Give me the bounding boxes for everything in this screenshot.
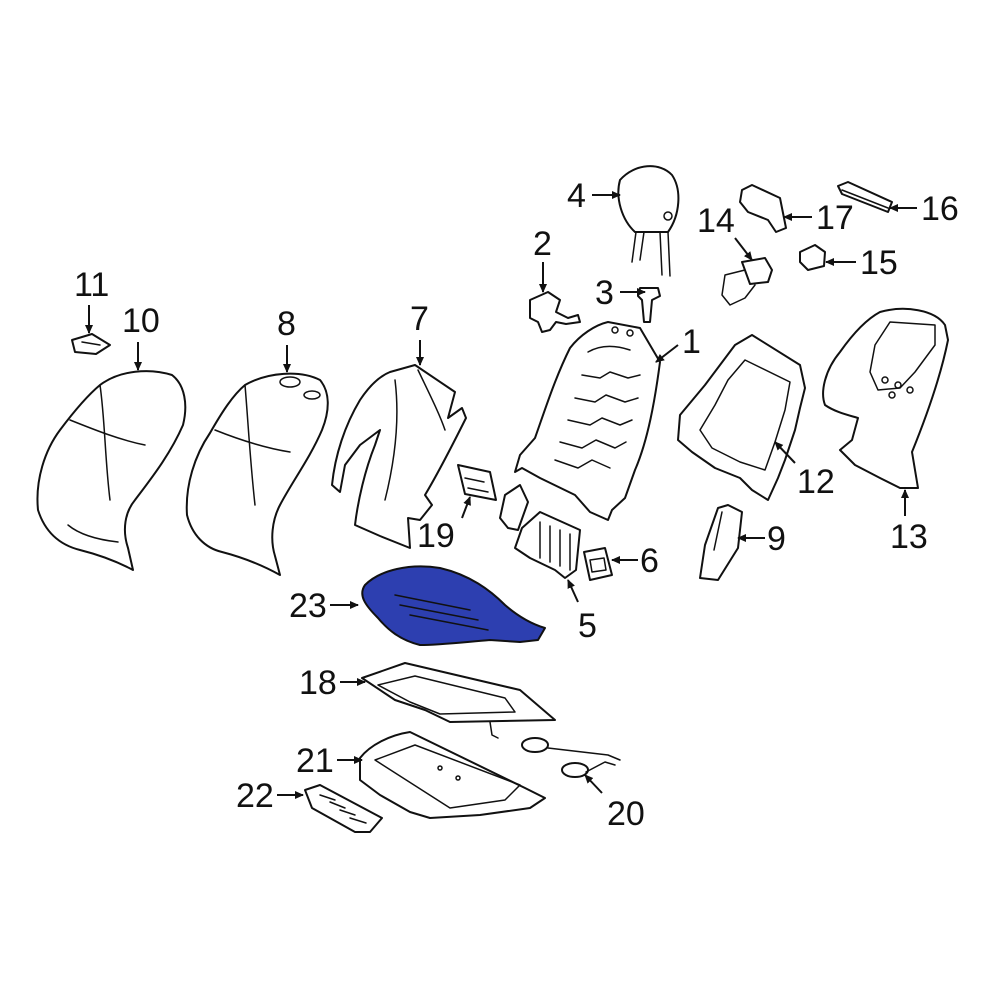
callout-label-23: 23 — [289, 587, 327, 625]
callout-1: 1 — [655, 323, 701, 363]
callout-label-8: 8 — [277, 305, 296, 343]
callout-22: 22 — [236, 777, 304, 815]
part-7-backrest-panel[interactable] — [331, 364, 467, 549]
callout-label-7: 7 — [410, 300, 429, 338]
part-1-backrest-frame[interactable] — [514, 321, 661, 521]
part-15-clip[interactable] — [799, 244, 826, 271]
callout-5: 5 — [567, 579, 597, 645]
callout-18: 18 — [299, 664, 366, 702]
callout-label-5: 5 — [578, 607, 597, 645]
part-23-cushion-cover[interactable] — [361, 565, 546, 646]
callout-label-12: 12 — [797, 463, 835, 501]
callout-3: 3 — [595, 274, 646, 312]
callout-6: 6 — [611, 542, 659, 580]
callout-9: 9 — [737, 520, 786, 558]
callout-label-2: 2 — [533, 225, 552, 263]
part-12-back-panel[interactable] — [677, 334, 806, 501]
callout-label-4: 4 — [567, 177, 586, 215]
part-17-trim[interactable] — [739, 184, 787, 233]
part-6-switch[interactable] — [583, 547, 613, 581]
callout-label-20: 20 — [607, 795, 645, 833]
callout-20: 20 — [584, 774, 645, 833]
callout-label-11: 11 — [74, 266, 109, 304]
callout-label-22: 22 — [236, 777, 274, 815]
callout-4: 4 — [567, 177, 621, 215]
part-21-seat-foam[interactable] — [359, 731, 546, 819]
callout-2: 2 — [533, 225, 552, 293]
callout-label-13: 13 — [890, 518, 928, 556]
callout-11: 11 — [74, 266, 109, 334]
callout-15: 15 — [825, 244, 898, 282]
callout-13: 13 — [890, 489, 928, 556]
callout-label-10: 10 — [122, 302, 160, 340]
callout-8: 8 — [277, 305, 296, 373]
callout-23: 23 — [289, 587, 359, 625]
part-22-grille[interactable] — [304, 784, 383, 833]
part-4-headrest[interactable] — [617, 165, 680, 277]
part-9-side-trim[interactable] — [699, 504, 743, 581]
callout-17: 17 — [783, 199, 854, 237]
callout-label-17: 17 — [816, 199, 854, 237]
part-3-pin[interactable] — [637, 287, 661, 323]
part-5-recliner[interactable] — [499, 484, 581, 579]
callout-19: 19 — [417, 496, 471, 555]
part-20-sensors[interactable] — [521, 737, 621, 778]
callout-label-21: 21 — [296, 742, 334, 780]
callout-16: 16 — [889, 190, 959, 228]
callout-10: 10 — [122, 302, 160, 371]
part-13-back-shell[interactable] — [822, 307, 949, 489]
callout-label-15: 15 — [860, 244, 898, 282]
callout-label-1: 1 — [682, 323, 701, 361]
callout-12: 12 — [774, 441, 835, 501]
callout-21: 21 — [296, 742, 363, 780]
part-19-connector[interactable] — [457, 464, 497, 501]
callout-7: 7 — [410, 300, 429, 366]
part-10-backrest-cover[interactable] — [36, 370, 187, 571]
callout-14: 14 — [697, 202, 753, 261]
callout-label-9: 9 — [767, 520, 786, 558]
callout-label-3: 3 — [595, 274, 614, 312]
part-14-wiring[interactable] — [721, 257, 773, 306]
callout-label-19: 19 — [417, 517, 455, 555]
part-11-clip[interactable] — [71, 333, 111, 355]
part-2-bracket[interactable] — [529, 291, 581, 333]
callout-label-6: 6 — [640, 542, 659, 580]
part-18-seat-pad[interactable] — [361, 662, 556, 739]
callout-label-18: 18 — [299, 664, 337, 702]
part-8-backrest-cover[interactable] — [185, 372, 329, 576]
callout-label-14: 14 — [697, 202, 735, 240]
callout-label-16: 16 — [921, 190, 959, 228]
